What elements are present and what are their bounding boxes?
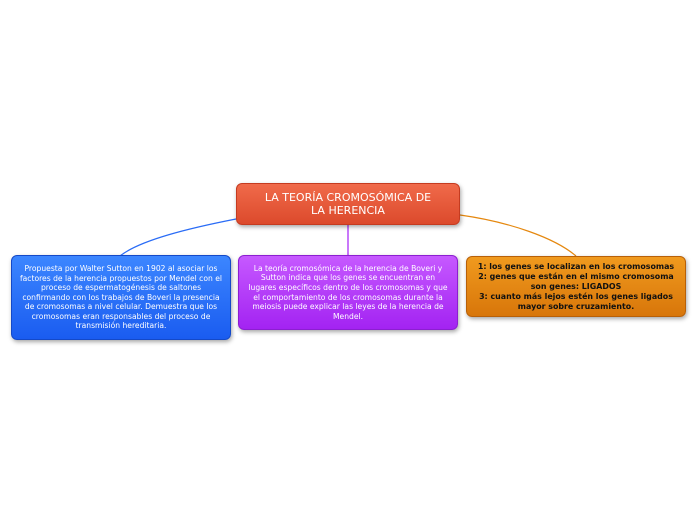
subtopic-sutton-proposal-text: Propuesta por Walter Sutton en 1902 al a… — [19, 263, 223, 331]
central-topic-node[interactable]: LA TEORÍA CROMOSÓMICA DE LA HERENCIA — [236, 183, 460, 225]
connector-left — [119, 218, 237, 257]
subtopic-sutton-proposal-node[interactable]: Propuesta por Walter Sutton en 1902 al a… — [11, 255, 231, 340]
principle-line-3: 3: cuanto más lejos estén los genes liga… — [479, 291, 673, 311]
connector-right — [459, 214, 577, 257]
central-topic-label: LA TEORÍA CROMOSÓMICA DE LA HERENCIA — [264, 191, 432, 217]
principle-line-1: 1: los genes se localizan en los cromoso… — [477, 261, 675, 271]
subtopic-boveri-sutton-theory-text: La teoría cromosómica de la herencia de … — [248, 263, 448, 321]
principle-line-2: 2: genes que están en el mismo cromosoma… — [478, 271, 674, 291]
subtopic-gene-principles-node[interactable]: 1: los genes se localizan en los cromoso… — [466, 256, 686, 317]
subtopic-boveri-sutton-theory-node[interactable]: La teoría cromosómica de la herencia de … — [238, 255, 458, 330]
